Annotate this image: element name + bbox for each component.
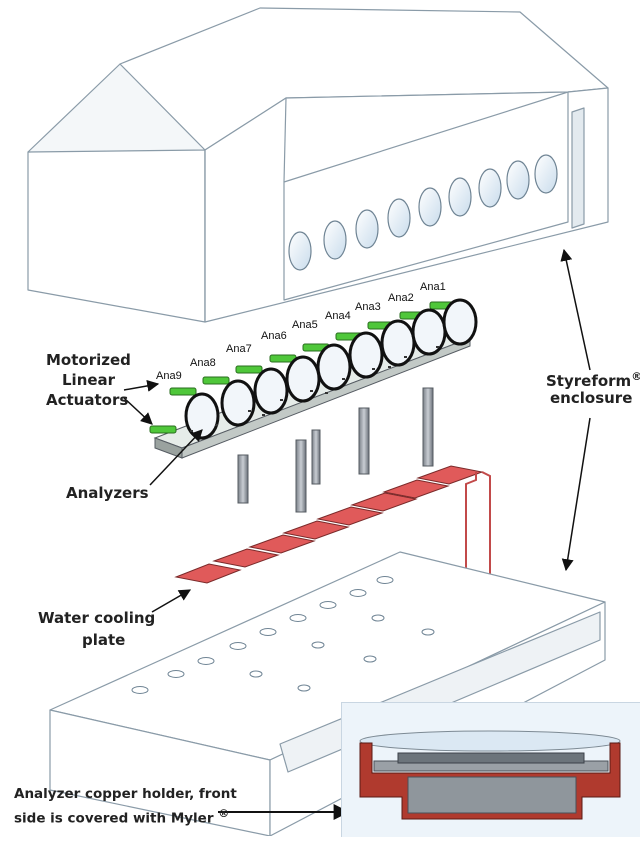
styreform-enclosure-top — [27, 7, 609, 323]
base-mount-holes — [131, 576, 435, 694]
cooling-tile — [212, 548, 280, 568]
support-legs — [237, 387, 434, 513]
arrow-cooling — [151, 589, 192, 613]
arrow-analyzers — [149, 429, 203, 486]
arrow-actuator-upper — [123, 379, 160, 392]
analyzer-label-ana1: Ana1 — [420, 281, 446, 293]
cooling-pipes — [465, 471, 491, 592]
enclosure-window — [534, 154, 558, 194]
callout-arrows — [123, 248, 591, 820]
enclosure-left-end — [27, 147, 206, 323]
actuators-label-line-3: Actuators — [46, 391, 129, 409]
analyzers-label: Analyzers — [66, 484, 149, 502]
analyzer-disk — [442, 298, 478, 346]
registered-mark: ® — [218, 807, 230, 820]
analyzer-label-ana9: Ana9 — [156, 370, 182, 382]
analyzer-disk — [253, 367, 289, 415]
enclosure-window — [355, 209, 379, 249]
base-left-side — [49, 709, 271, 836]
enclosure-window — [448, 177, 472, 217]
analyzer-label-ana4: Ana4 — [325, 310, 351, 322]
enclosure-slope-left — [27, 63, 206, 153]
actuators-label-line-1: Motorized — [46, 351, 131, 369]
analyzer-label-ana7: Ana7 — [226, 343, 252, 355]
enclosure-label-line-2: enclosure — [550, 389, 633, 407]
enclosure-window — [418, 187, 442, 227]
analyzer-disk — [316, 343, 352, 391]
analyzer-disk — [348, 331, 384, 379]
holder-cross-section-inset — [341, 702, 640, 837]
analyzer-disk — [380, 319, 416, 367]
actuators-label-line-2: Linear — [62, 371, 116, 389]
holder-label-line-1: Analyzer copper holder, front — [14, 786, 237, 802]
water-cooling-plate — [174, 465, 491, 592]
cooling-label-line-2: plate — [82, 631, 126, 649]
arrow-actuator-lower — [123, 397, 153, 425]
analyzer-disk — [220, 379, 256, 427]
analyzer-label-ana8: Ana8 — [190, 357, 216, 369]
arrow-enclosure-up — [560, 248, 591, 371]
copper-holder-drawing — [359, 730, 621, 820]
analyzer-label-ana2: Ana2 — [388, 292, 414, 304]
enclosure-window-row — [288, 154, 558, 271]
enclosure-window — [478, 168, 502, 208]
arrow-enclosure-down — [561, 417, 591, 572]
enclosure-window — [323, 220, 347, 260]
cooling-tile — [350, 492, 418, 512]
analyzer-disks — [184, 298, 478, 440]
analyzer-disk — [411, 308, 447, 356]
analyzer-rail-assembly — [149, 298, 478, 513]
enclosure-window — [387, 198, 411, 238]
analyzer-label-ana3: Ana3 — [355, 301, 381, 313]
holder-label-line-2: side is covered with Myler ® — [14, 807, 230, 827]
registered-mark: ® — [631, 370, 640, 383]
cooling-tile — [316, 506, 384, 526]
cooling-label-line-1: Water cooling — [38, 609, 156, 627]
cooling-tile — [174, 563, 242, 584]
cooling-tile — [382, 479, 450, 499]
analyzer-label-ana6: Ana6 — [261, 330, 287, 342]
enclosure-window — [506, 160, 530, 200]
cooling-tile — [282, 520, 350, 540]
enclosure-window — [288, 231, 312, 271]
enclosure-label-line-1: Styreform® — [546, 366, 640, 392]
analyzer-label-ana5: Ana5 — [292, 319, 318, 331]
enclosure-end-slot — [571, 107, 585, 229]
cooling-tile — [248, 534, 316, 554]
analyzer-disk — [285, 355, 321, 403]
